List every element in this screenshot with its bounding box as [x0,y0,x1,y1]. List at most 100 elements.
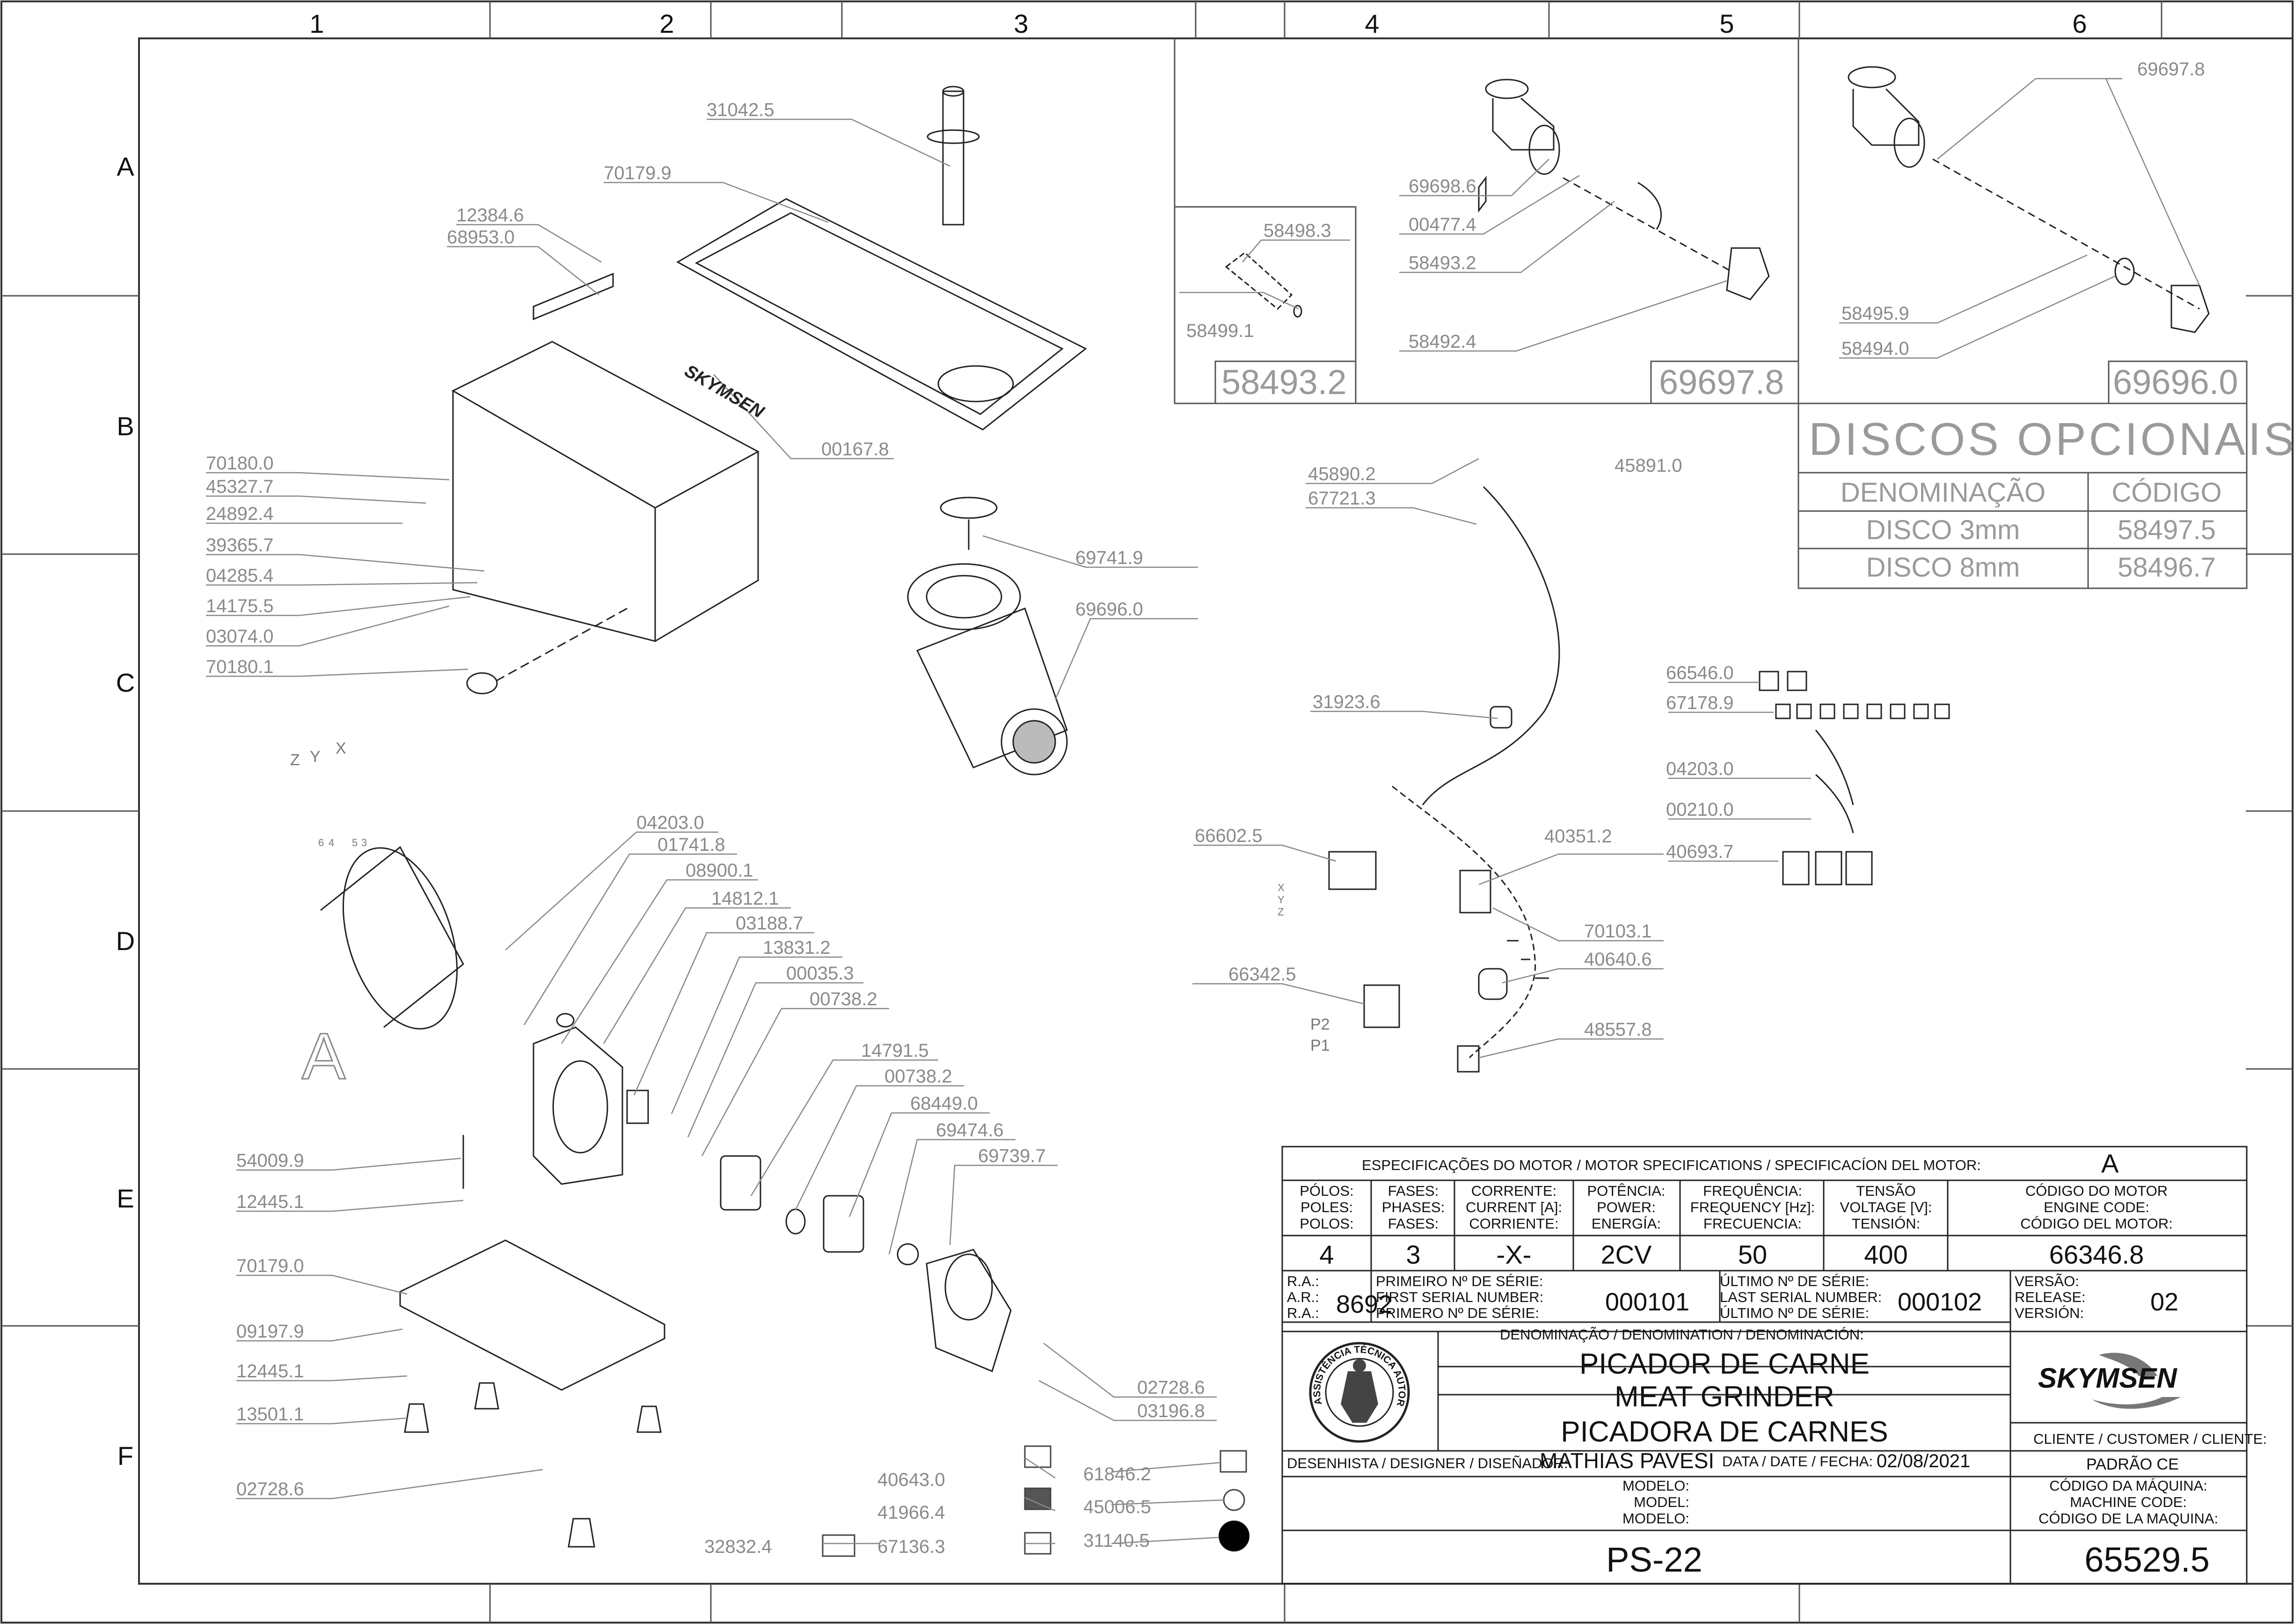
ra-label: R.A.: [1287,1273,1319,1289]
current-label: CORRENTE: [1471,1183,1557,1199]
part-label: 04203.0 [1666,759,1734,779]
frequency-value: 50 [1738,1240,1767,1269]
last-serial-label: ÚLTIMO Nº DE SÉRIE: [1720,1273,1869,1289]
title-block [1281,1146,2248,1585]
brand-logo-title: SKYMSEN [2038,1362,2177,1394]
product-name-es: PICADORA DE CARNES [1561,1416,1888,1448]
assembly-boxes [1174,38,2248,589]
customer-label: CLIENTE / CUSTOMER / CLIENTE: [2033,1431,2267,1447]
part-label: 31923.6 [1313,692,1381,712]
ra-label: R.A.: [1287,1305,1319,1321]
part-label: 01741.8 [658,834,725,855]
voltage-value: 400 [1864,1240,1907,1269]
wire-number-4: 4 [329,837,334,849]
part-label: 00738.2 [810,989,877,1010]
frequency-label: FREQUENCY [Hz]: [1690,1199,1815,1215]
engine-code-label: CÓDIGO DEL MOTOR: [2020,1215,2173,1232]
customer-value: PADRÃO CE [2086,1456,2179,1473]
part-label: 03196.8 [1137,1401,1205,1421]
optional-discs-col-name: DENOMINAÇÃO [1841,477,2046,508]
badge-and-stickers [822,1445,1247,1557]
model-label: MODELO: [1622,1478,1689,1494]
part-label: 68953.0 [447,227,515,248]
wire-label-z: Z [290,751,300,769]
first-serial-value: 000101 [1605,1288,1689,1316]
ra-value: 8692 [1336,1290,1392,1318]
part-label: 66602.5 [1195,826,1263,846]
wire-label-x: X [1278,882,1285,893]
phases-label: FASES: [1388,1215,1439,1232]
last-serial-label: ÚLTIMO Nº DE SÉRIE: [1720,1305,1869,1321]
date-label: DATA / DATE / FECHA: [1722,1453,1873,1470]
part-label: 45327.7 [206,476,274,497]
part-label: 04285.4 [206,565,274,586]
brand-logo-lid: SKYMSEN [681,361,768,422]
last-serial-value: 000102 [1898,1288,1982,1316]
part-label: 40640.6 [1584,949,1652,970]
part-label: 70179.0 [236,1256,304,1276]
poles-label: POLES: [1300,1199,1353,1215]
part-label: 13501.1 [236,1404,304,1425]
phases-label: PHASES: [1382,1199,1445,1215]
first-serial-label: PRIMERO Nº DE SÉRIE: [1376,1305,1539,1321]
first-serial-label: PRIMEIRO Nº DE SÉRIE: [1376,1273,1543,1289]
zone-row-e: E [117,1184,134,1213]
part-label: 00738.2 [884,1066,952,1087]
assembly-code: 58493.2 [1221,363,1347,402]
part-label: 14791.5 [861,1040,929,1061]
power-label: ENERGÍA: [1592,1215,1661,1232]
date-value: 02/08/2021 [1877,1451,1970,1471]
drawing-geometry [320,66,2210,1548]
part-label: 13831.2 [763,937,831,958]
zone-column-5: 5 [1719,9,1734,38]
zone-column-3: 3 [1014,9,1028,38]
part-label: 58499.1 [1186,321,1254,341]
warning-dot-icon [1219,1521,1249,1551]
wire-label-x: X [336,739,346,757]
machine-code-label: MACHINE CODE: [2070,1494,2187,1510]
phases-value: 3 [1406,1240,1420,1269]
part-label: 58498.3 [1264,220,1331,241]
wire-label-p2: P2 [1310,1016,1330,1033]
part-label: 12445.1 [236,1361,304,1382]
zone-row-b: B [117,411,134,441]
zone-row-d: D [116,926,135,956]
part-label: 68449.0 [910,1093,978,1114]
model-label: MODEL: [1634,1494,1689,1510]
part-label: 45891.0 [1615,455,1682,476]
designer-label: DESENHISTA / DESIGNER / DISEÑADOR: [1287,1455,1568,1471]
engine-code-label: ENGINE CODE: [2044,1199,2149,1215]
part-label: 14812.1 [711,888,779,909]
part-label: 00167.8 [821,439,889,460]
part-label: 69739.7 [978,1146,1046,1166]
zone-column-1: 1 [309,9,324,38]
voltage-label: VOLTAGE [V]: [1840,1199,1932,1215]
part-label: 69697.8 [2137,59,2205,80]
part-label: 66342.5 [1228,964,1296,985]
current-label: CORRIENTE: [1469,1215,1558,1232]
motor-view-label: A [302,1019,346,1093]
part-label: 00035.3 [786,963,854,984]
part-label: 70180.1 [206,657,274,677]
engine-code-label: CÓDIGO DO MOTOR [2025,1183,2168,1199]
optional-disc-name: DISCO 8mm [1866,552,2020,583]
part-label: 70180.0 [206,453,274,474]
frequency-label: FRECUENCIA: [1703,1215,1802,1232]
part-label: 69741.9 [1075,548,1143,568]
current-value: -X- [1497,1240,1532,1269]
part-label: 03074.0 [206,626,274,647]
optional-disc-code: 58496.7 [2118,552,2216,583]
part-label: 67136.3 [877,1536,945,1557]
optional-discs-col-code: CÓDIGO [2111,477,2221,508]
part-label: 45890.2 [1308,464,1376,484]
version-label: VERSIÓN: [2015,1305,2084,1321]
model-label: MODELO: [1622,1510,1689,1527]
part-label: 00477.4 [1409,214,1476,235]
poles-value: 4 [1319,1240,1334,1269]
part-label: 03188.7 [736,913,804,934]
zone-row-a: A [117,152,134,181]
optional-discs-title: DISCOS OPCIONAIS [1809,413,2294,465]
assistance-badge: ASSISTÊNCIA TÉCNICA AUTORIZADA [0,0,1410,1443]
part-label: 40351.2 [1544,826,1612,847]
